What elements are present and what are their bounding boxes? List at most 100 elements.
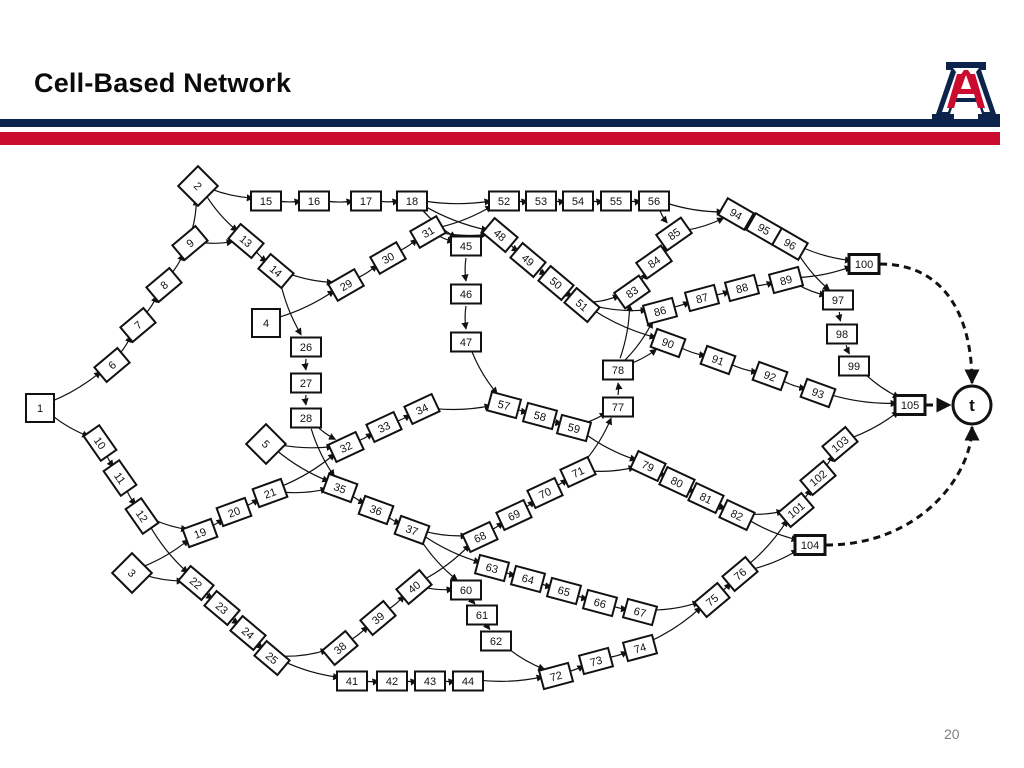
node-label: 105 (901, 400, 919, 412)
node-label: 99 (848, 361, 860, 373)
edge-2-13 (205, 194, 239, 232)
edge-16-17 (325, 198, 354, 206)
node-45: 45 (450, 235, 482, 257)
node-label: 33 (376, 420, 392, 436)
node-label: 96 (781, 237, 798, 254)
node-38: 38 (320, 629, 360, 667)
dashed-edge-100-t (879, 262, 980, 385)
node-17: 17 (350, 190, 382, 212)
node-label: 17 (360, 196, 372, 208)
node-box (838, 355, 870, 377)
node-box (559, 455, 597, 489)
node-label: 42 (386, 676, 398, 688)
node-label: 45 (460, 241, 472, 253)
node-60: 60 (450, 579, 482, 601)
node-box (450, 235, 482, 257)
node-label: 16 (308, 196, 320, 208)
edge-25-41 (283, 660, 341, 681)
node-12: 12 (124, 496, 160, 536)
edge-45-46 (461, 257, 469, 282)
node-box (290, 372, 322, 394)
node-box (581, 588, 619, 618)
node-box (536, 264, 576, 302)
node-box (526, 476, 564, 510)
edge-51-90 (592, 309, 657, 340)
node-62: 62 (480, 630, 512, 652)
node-86: 86 (641, 296, 679, 326)
node-label: 59 (566, 422, 581, 437)
node-label: 100 (855, 259, 873, 271)
node-box (102, 458, 138, 498)
node-99: 99 (838, 355, 870, 377)
edge-14-29 (287, 272, 334, 286)
node-box (799, 377, 837, 409)
node-81: 81 (687, 481, 725, 515)
node-label: 29 (338, 278, 355, 295)
node-label: 94 (727, 207, 744, 224)
edge-90-91 (679, 346, 707, 359)
node-box (244, 422, 288, 466)
node-43: 43 (414, 670, 446, 692)
node-4: 4 (251, 308, 281, 338)
node-29: 29 (326, 267, 366, 303)
node-box (368, 240, 408, 276)
node-box (658, 465, 696, 499)
node-box (170, 224, 210, 262)
node-box (577, 646, 615, 676)
node-box (144, 266, 184, 304)
node-label: 47 (460, 337, 472, 349)
node-10: 10 (82, 423, 118, 463)
node-label: 32 (338, 440, 354, 456)
node-label: 95 (755, 222, 772, 239)
edge-21-32 (280, 453, 336, 488)
node-box (290, 336, 322, 358)
node-label: 46 (460, 289, 472, 301)
edge-44-72 (479, 674, 544, 682)
node-96: 96 (770, 226, 810, 262)
node-80: 80 (658, 465, 696, 499)
edge-93-105 (829, 393, 898, 408)
node-box (508, 241, 548, 279)
node-box (485, 390, 523, 420)
sink-node-label: t (969, 396, 975, 415)
node-label: 11 (111, 470, 127, 486)
node-box (350, 190, 382, 212)
node-box (692, 581, 732, 619)
edge-46-47 (461, 305, 469, 330)
node-box (545, 576, 583, 606)
node-label: 10 (91, 435, 108, 452)
node-box (414, 670, 446, 692)
node-label: 52 (498, 196, 510, 208)
node-box (767, 265, 805, 295)
node-box (176, 164, 220, 208)
edge-3-19 (142, 539, 190, 568)
node-71: 71 (559, 455, 597, 489)
node-52: 52 (488, 190, 520, 212)
node-label: 73 (589, 655, 604, 670)
node-label: 21 (263, 486, 279, 501)
edge-60-61 (467, 596, 476, 605)
node-box (525, 190, 557, 212)
node-57: 57 (485, 390, 523, 420)
node-105: 105 (893, 394, 927, 416)
edge-51-86 (593, 305, 648, 315)
node-87: 87 (683, 283, 721, 313)
edge-85-94 (685, 217, 725, 231)
node-75: 75 (692, 581, 732, 619)
node-label: 20 (227, 505, 243, 520)
edge-76-101 (747, 519, 788, 566)
node-32: 32 (327, 430, 365, 464)
node-box (820, 425, 860, 463)
edge-40-60 (425, 586, 454, 594)
node-26: 26 (290, 336, 322, 358)
node-box (251, 477, 289, 509)
node-50: 50 (536, 264, 576, 302)
node-41: 41 (336, 670, 368, 692)
edge-18-52 (423, 198, 492, 206)
node-label: 68 (472, 530, 488, 546)
node-box (521, 401, 559, 431)
node-box (687, 481, 725, 515)
node-label: 43 (424, 676, 436, 688)
node-label: 54 (572, 196, 584, 208)
node-label: 36 (368, 503, 384, 518)
